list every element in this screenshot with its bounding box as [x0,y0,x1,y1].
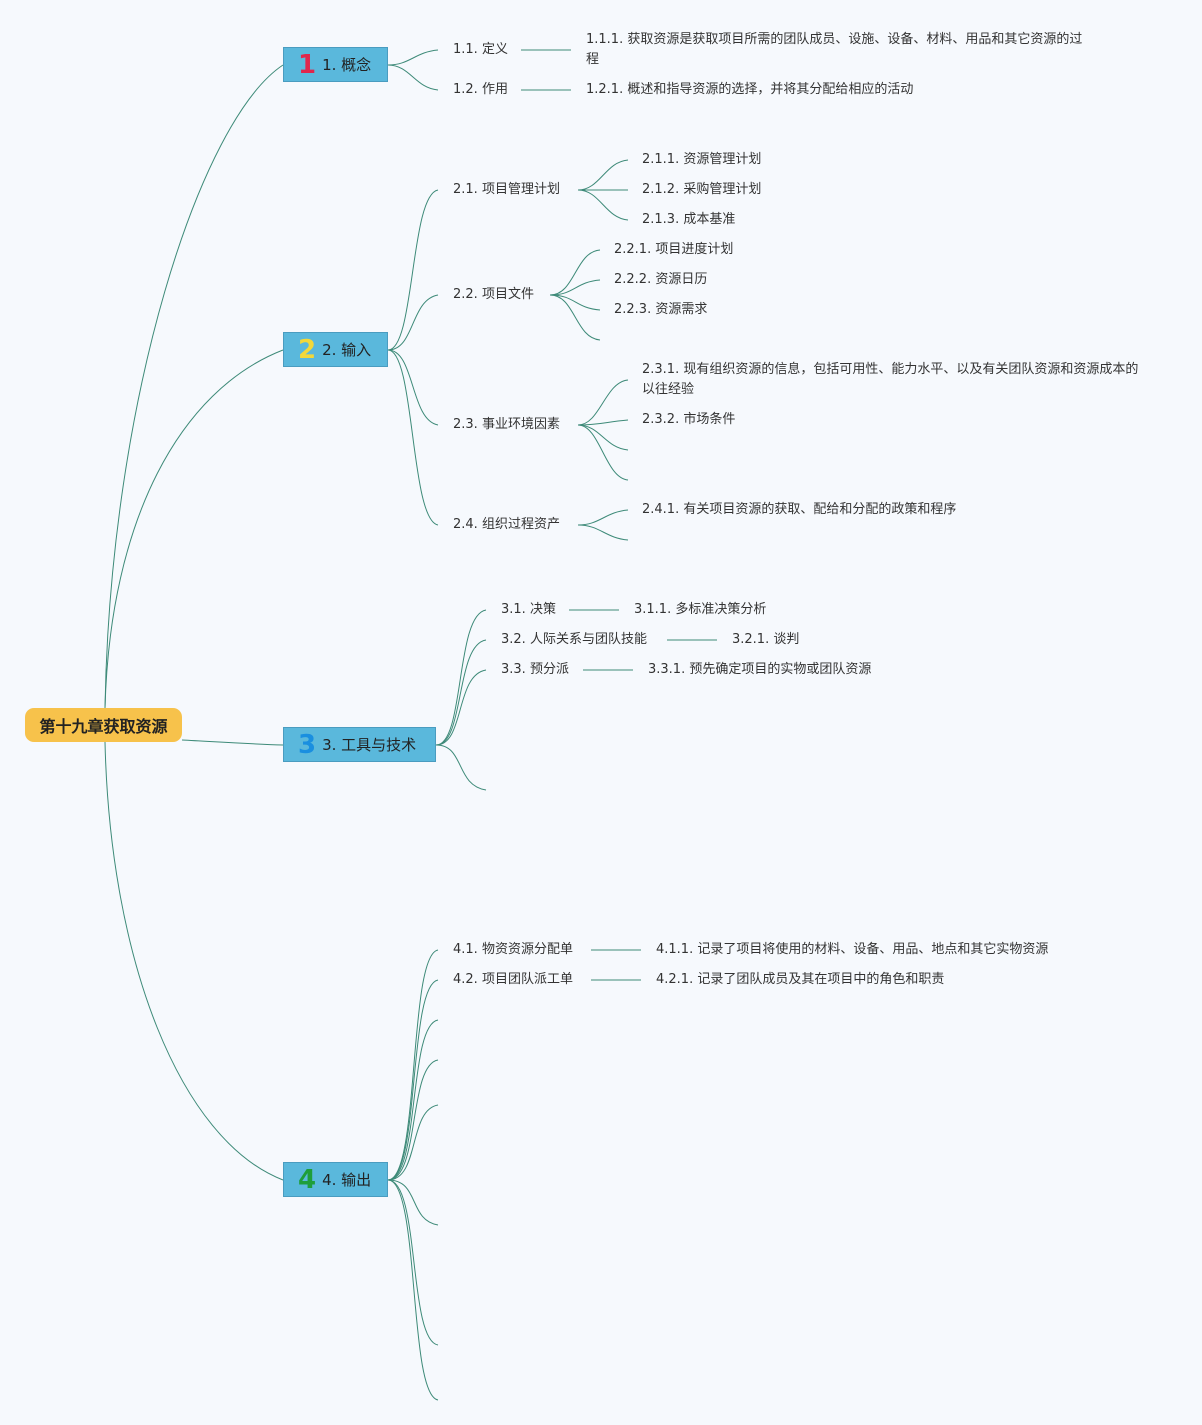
topic-2-2-3[interactable]: 2.2.3. 资源需求 [614,302,708,317]
branch-tools-techniques[interactable]: 3 3. 工具与技术 [283,727,436,762]
branch-label: 3. 工具与技术 [322,736,417,754]
topic-2-1-1[interactable]: 2.1.1. 资源管理计划 [642,152,762,167]
topic-3-3[interactable]: 3.3. 预分派 [501,662,569,677]
topic-1-1[interactable]: 1.1. 定义 [453,42,508,57]
topic-2-4-1[interactable]: 2.4.1. 有关项目资源的获取、配给和分配的政策和程序 [642,502,957,517]
topic-2-1-3[interactable]: 2.1.3. 成本基准 [642,212,736,227]
topic-1-2-1[interactable]: 1.2.1. 概述和指导资源的选择，并将其分配给相应的活动 [586,82,914,97]
topic-4-2[interactable]: 4.2. 项目团队派工单 [453,972,573,987]
branch-output[interactable]: 4 4. 输出 [283,1162,388,1197]
topic-3-1-1[interactable]: 3.1.1. 多标准决策分析 [634,602,767,617]
number-four-icon: 4 [298,1164,317,1195]
branch-label: 1. 概念 [322,56,372,74]
branch-label: 2. 输入 [322,341,372,359]
topic-2-3[interactable]: 2.3. 事业环境因素 [453,417,560,432]
topic-2-2[interactable]: 2.2. 项目文件 [453,287,534,302]
branch-input[interactable]: 2 2. 输入 [283,332,388,367]
number-two-icon: 2 [298,334,317,365]
topic-2-1-2[interactable]: 2.1.2. 采购管理计划 [642,182,762,197]
number-three-icon: 3 [298,729,317,760]
topic-2-2-2[interactable]: 2.2.2. 资源日历 [614,272,708,287]
branch-concept[interactable]: 1 1. 概念 [283,47,388,82]
topic-2-3-2[interactable]: 2.3.2. 市场条件 [642,412,736,427]
topic-2-2-1[interactable]: 2.2.1. 项目进度计划 [614,242,734,257]
topic-3-2-1[interactable]: 3.2.1. 谈判 [732,632,800,647]
topic-4-2-1[interactable]: 4.2.1. 记录了团队成员及其在项目中的角色和职责 [656,972,945,987]
topic-4-1[interactable]: 4.1. 物资资源分配单 [453,942,573,957]
topic-2-3-1[interactable]: 2.3.1. 现有组织资源的信息，包括可用性、能力水平、以及有关团队资源和资源成… [642,362,1139,397]
topic-1-2[interactable]: 1.2. 作用 [453,82,508,97]
branch-label: 4. 输出 [322,1171,372,1189]
topic-4-1-1[interactable]: 4.1.1. 记录了项目将使用的材料、设备、用品、地点和其它实物资源 [656,942,1049,957]
topic-3-2[interactable]: 3.2. 人际关系与团队技能 [501,632,647,647]
root-topic[interactable]: 第十九章获取资源 [25,708,182,742]
topic-2-1[interactable]: 2.1. 项目管理计划 [453,182,560,197]
topic-3-3-1[interactable]: 3.3.1. 预先确定项目的实物或团队资源 [648,662,872,677]
topic-3-1[interactable]: 3.1. 决策 [501,602,556,617]
topic-2-4[interactable]: 2.4. 组织过程资产 [453,517,560,532]
number-one-icon: 1 [298,49,317,80]
topic-1-1-1[interactable]: 1.1.1. 获取资源是获取项目所需的团队成员、设施、设备、材料、用品和其它资源… [586,32,1083,67]
